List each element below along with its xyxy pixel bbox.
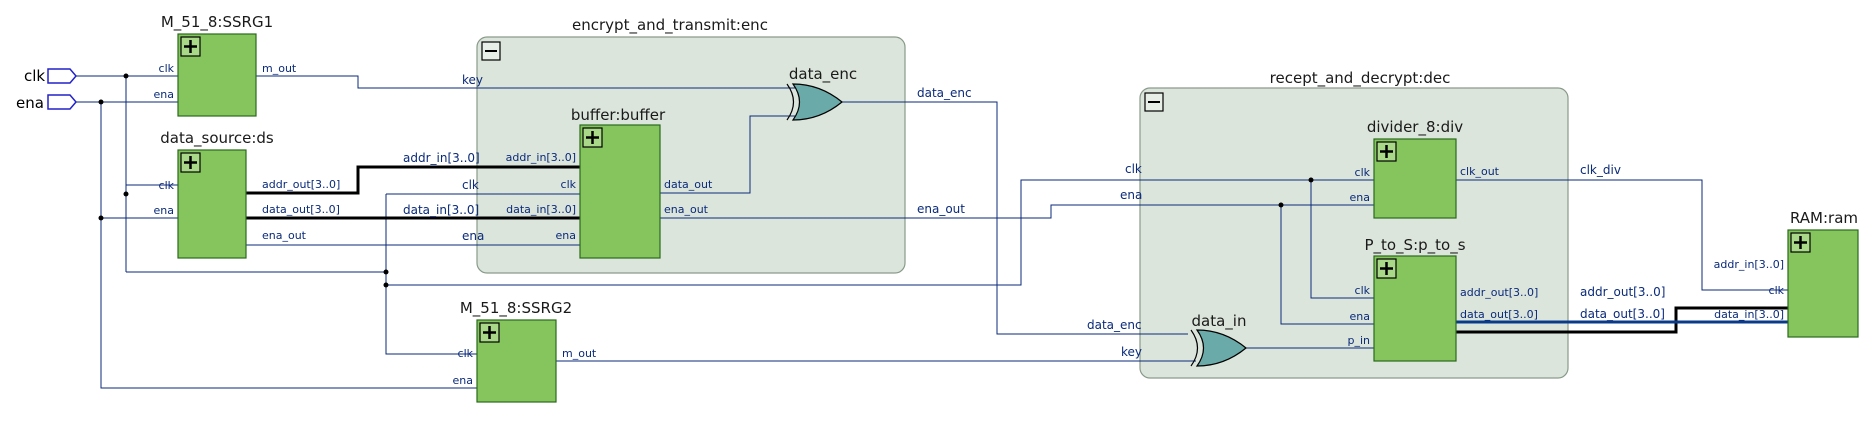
block-ds-title: data_source:ds: [160, 129, 274, 148]
port-ena: ena: [556, 229, 576, 242]
port-clk: clk: [1769, 284, 1785, 297]
net-key: key: [462, 73, 483, 87]
net-key-2: key: [1121, 345, 1142, 359]
port-addr-in: addr_in[3..0]: [1714, 258, 1784, 271]
expand-icon[interactable]: [180, 36, 201, 57]
net-data-enc: data_enc: [917, 86, 972, 100]
port-clk: clk: [458, 347, 474, 360]
block-data-source[interactable]: data_source:ds clk ena addr_out[3..0] da…: [154, 129, 341, 259]
port-ena: ena: [154, 88, 174, 101]
block-ram-title: RAM:ram: [1790, 209, 1858, 227]
port-ena: ena: [1350, 310, 1370, 323]
net-ena-out: ena_out: [917, 202, 965, 216]
net-ena-dec: ena: [1120, 188, 1142, 202]
input-pin-icon: [47, 68, 77, 84]
input-pin-ena[interactable]: ena: [16, 94, 84, 112]
port-addr-out: addr_out[3..0]: [1460, 286, 1538, 299]
input-clk-label: clk: [24, 67, 45, 85]
block-p-to-s[interactable]: P_to_S:p_to_s clk ena p_in addr_out[3..0…: [1347, 236, 1538, 362]
block-buffer-title: buffer:buffer: [571, 106, 666, 124]
port-data-in: data_in[3..0]: [506, 203, 576, 216]
gate-enc-title: data_enc: [789, 65, 857, 84]
junctions: [98, 73, 1314, 288]
port-p-in: p_in: [1347, 334, 1370, 347]
block-ssrg2[interactable]: M_51_8:SSRG2 clk ena m_out: [453, 299, 597, 403]
gate-dec-title: data_in: [1192, 312, 1247, 331]
port-clk: clk: [159, 62, 175, 75]
port-data-in: data_in[3..0]: [1714, 308, 1784, 321]
port-data-out: data_out: [664, 178, 713, 191]
group-dec-title: recept_and_decrypt:dec: [1270, 69, 1451, 88]
port-addr-out: addr_out[3..0]: [262, 178, 340, 191]
net-data-out: data_out[3..0]: [1580, 307, 1665, 321]
port-clk: clk: [1355, 284, 1371, 297]
port-m-out: m_out: [562, 347, 597, 360]
block-divider[interactable]: divider_8:div clk ena clk_out: [1350, 118, 1500, 219]
port-ena: ena: [154, 204, 174, 217]
net-addr-out: addr_out[3..0]: [1580, 285, 1665, 299]
expand-icon[interactable]: [1376, 258, 1397, 279]
group-dec-box: [1139, 87, 1569, 379]
input-pin-clk[interactable]: clk: [24, 67, 84, 85]
net-data-in: data_in[3..0]: [403, 203, 479, 217]
block-ssrg1[interactable]: M_51_8:SSRG1 clk ena m_out: [154, 13, 297, 117]
wires: [84, 75, 1788, 389]
expand-icon[interactable]: [582, 127, 603, 148]
gate-xor-data-in[interactable]: data_in: [1190, 312, 1247, 367]
port-ena: ena: [453, 374, 473, 387]
block-ssrg2-title: M_51_8:SSRG2: [460, 299, 572, 318]
collapse-dec-button[interactable]: [1144, 92, 1164, 112]
block-ram[interactable]: RAM:ram addr_in[3..0] clk data_in[3..0]: [1714, 209, 1859, 338]
xor-gate-icon: [791, 83, 843, 121]
block-pts-title: P_to_S:p_to_s: [1364, 236, 1465, 255]
block-buffer[interactable]: buffer:buffer addr_in[3..0] clk data_in[…: [506, 106, 713, 259]
port-clk: clk: [1355, 166, 1371, 179]
expand-icon[interactable]: [1790, 232, 1811, 253]
group-enc-title: encrypt_and_transmit:enc: [572, 16, 768, 35]
expand-icon[interactable]: [1376, 141, 1397, 162]
xor-gate-icon: [1195, 329, 1247, 367]
port-clk: clk: [159, 179, 175, 192]
port-data-out: data_out[3..0]: [262, 203, 340, 216]
input-pin-icon: [47, 94, 77, 110]
port-data-out: data_out[3..0]: [1460, 308, 1538, 321]
port-ena-out: ena_out: [262, 229, 307, 242]
net-labels: key addr_in[3..0] clk data_in[3..0] ena …: [403, 73, 1665, 359]
net-clk: clk: [462, 178, 479, 192]
collapse-enc-button[interactable]: [481, 41, 501, 61]
net-clk-dec: clk: [1125, 162, 1142, 176]
port-m-out: m_out: [262, 62, 297, 75]
port-ena-out: ena_out: [664, 203, 709, 216]
net-ena: ena: [462, 229, 484, 243]
expand-icon[interactable]: [180, 152, 201, 173]
port-addr-in: addr_in[3..0]: [506, 151, 576, 164]
block-ssrg1-title: M_51_8:SSRG1: [161, 13, 273, 32]
block-div-title: divider_8:div: [1367, 118, 1463, 137]
port-clk-out: clk_out: [1460, 165, 1500, 178]
net-addr-in: addr_in[3..0]: [403, 151, 480, 165]
group-recept-and-decrypt: recept_and_decrypt:dec: [1139, 69, 1569, 379]
input-ena-label: ena: [16, 94, 44, 112]
port-clk: clk: [561, 178, 577, 191]
group-encrypt-and-transmit: encrypt_and_transmit:enc: [476, 16, 906, 274]
net-clk-div: clk_div: [1580, 163, 1621, 177]
gate-xor-data-enc[interactable]: data_enc: [786, 65, 857, 121]
port-ena: ena: [1350, 191, 1370, 204]
expand-icon[interactable]: [479, 322, 500, 343]
net-data-enc-2: data_enc: [1087, 318, 1142, 332]
